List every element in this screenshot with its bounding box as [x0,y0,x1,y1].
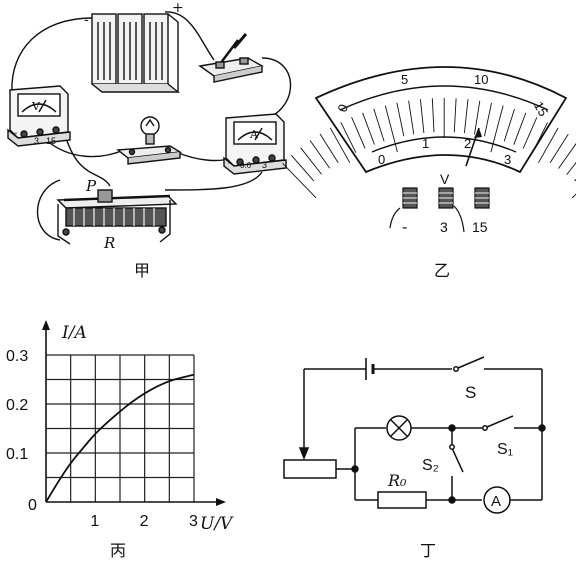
battery-minus-label: - [84,12,89,28]
caption-yi: 乙 [434,261,450,280]
iu-chart: 1 2 3 0.1 0.2 0.3 [6,320,226,530]
x-tick-label: 3 [189,513,198,530]
x-axis-arrow [216,498,226,506]
wire [38,180,61,240]
terminal-15 [475,188,489,208]
chart-x-axis-label: U/V [200,514,234,534]
wire [12,18,92,92]
chart-origin-label: 0 [28,497,37,514]
caption-ding: 丁 [420,541,436,560]
dial-tick [283,163,316,198]
x-tick-label: 1 [90,513,99,530]
inner-scale-2: 2 [464,136,471,151]
switch-s2-blade[interactable] [452,448,463,472]
ammeter-letter: A [249,128,259,141]
dial-tick [572,164,576,198]
lamp [118,117,180,164]
dial-tick [567,148,576,175]
inner-scale-0: 0 [378,152,385,167]
terminal-label-15: 15 [472,219,488,235]
voltmeter-terminal-15: 15 [46,136,56,146]
slider-label: P [85,177,97,195]
y-tick-label: 0.3 [6,348,28,365]
x-tick-label: 2 [140,513,149,530]
voltmeter-terminal-3: 3 [34,136,39,146]
battery-plus-label: + [172,0,184,16]
panel-ding [284,357,545,513]
switch-s1-label: S₁ [497,441,513,458]
chart-y-axis-label: I/A [61,323,87,343]
switch-s-blade[interactable] [458,357,484,368]
switch-s1-blade[interactable] [487,416,513,427]
switch-s2-label: S₂ [422,457,439,474]
ammeter [224,114,286,174]
knife-switch[interactable] [200,34,262,82]
panel-yi [283,67,576,198]
voltmeter-terminal-minus: - [14,128,17,139]
meter-letter-v: V [440,171,450,187]
switch-s-label: S [465,383,476,402]
battery-pack [92,14,178,92]
resistor-r0-label: R₀ [387,471,407,490]
caption-bing: 丙 [110,541,126,560]
inner-scale-1: 1 [422,136,429,151]
sliding-rheostat[interactable] [58,190,176,244]
y-axis-arrow [42,320,50,330]
outer-scale-5: 5 [401,72,408,87]
ammeter-letter-a: A [491,493,501,510]
rheostat-label: R [103,234,115,252]
dial-frame [316,67,566,172]
resistor-r0 [378,492,426,508]
inner-scale-3: 3 [504,152,511,167]
outer-scale-10: 10 [474,72,488,87]
panel-jia: - + V - 3 15 [8,0,291,252]
wire [165,12,214,60]
wire [46,140,124,157]
y-tick-label: 0.2 [6,397,28,414]
terminal-label-minus: - [402,219,407,236]
ammeter-terminal-0.6: 0.6 [240,161,252,170]
wire [262,58,291,120]
ammeter-terminal-minus: - [228,158,231,169]
voltmeter-letter: V [31,100,41,113]
caption-jia: 甲 [134,261,150,280]
slider-arrow [300,448,308,458]
rheostat-box [284,460,336,478]
dial-tick [291,155,313,181]
terminal-label-3: 3 [440,219,448,235]
wire [165,172,262,190]
ammeter-terminal-3: 3 [262,160,267,170]
y-tick-label: 0.1 [6,446,28,463]
